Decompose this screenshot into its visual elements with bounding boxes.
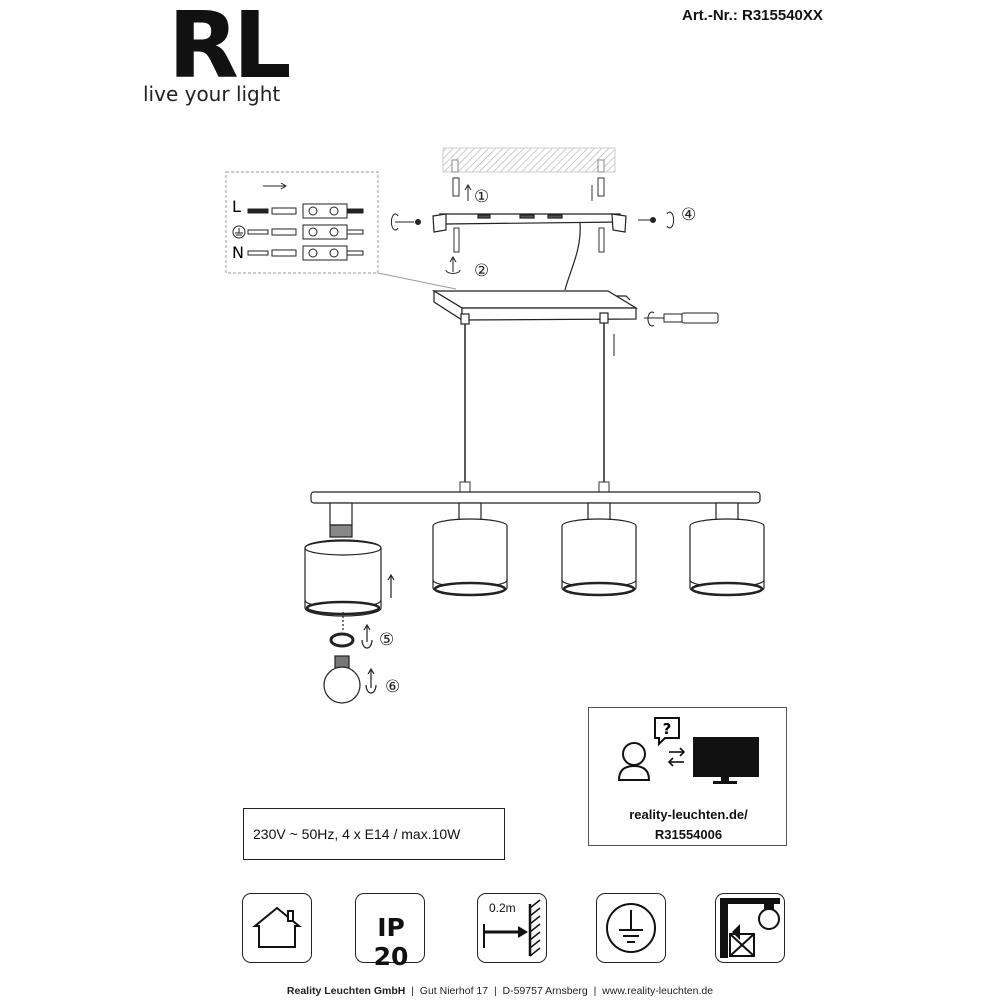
lamp-shade-1 — [432, 502, 508, 597]
step-4-label: ④ — [681, 205, 696, 225]
canopy — [431, 289, 639, 325]
step-1-label: ① — [474, 187, 489, 207]
ground-symbol-icon — [606, 903, 656, 953]
electrical-spec: 230V ~ 50Hz, 4 x E14 / max.10W — [243, 808, 505, 860]
footer-sep-3: | — [593, 985, 597, 997]
step-arrows — [445, 184, 472, 274]
screwdriver — [613, 311, 719, 356]
power-cable — [564, 221, 581, 291]
footer-city: D-59757 Arnsberg — [502, 985, 588, 997]
distance-arrow-icon — [483, 899, 541, 957]
lamp-shade-2 — [561, 502, 637, 597]
ip-rating-symbol: IP 20 — [355, 893, 425, 971]
indoor-use-symbol — [242, 893, 312, 963]
protective-earth-symbol — [596, 893, 666, 963]
support-panel: ? reality-leuchten.de/ R31554006 — [588, 707, 787, 846]
brand-tagline: live your light — [143, 82, 281, 106]
svg-text:?: ? — [663, 720, 672, 738]
mounting-bracket — [432, 213, 627, 233]
footer: Reality Leuchten GmbH | Gut Nierhof 17 |… — [0, 985, 1000, 997]
support-url-line-2: R31554006 — [654, 827, 723, 842]
footer-website[interactable]: www.reality-leuchten.de — [602, 985, 714, 997]
article-number: Art.-Nr.: R315540XX — [682, 7, 823, 24]
wiring-detail: L N — [225, 171, 457, 290]
min-distance-symbol: 0.2m — [477, 893, 547, 963]
support-illustration: ? — [617, 717, 759, 784]
step-6-label: ⑥ — [385, 677, 400, 697]
brand-logo: RL — [168, 0, 291, 99]
step-2-label: ② — [474, 261, 489, 281]
lamp-shade-3 — [689, 502, 765, 597]
retaining-ring — [329, 623, 373, 649]
monitor-icon — [693, 737, 759, 784]
person-icon — [617, 742, 651, 781]
bracket-screws — [390, 211, 675, 231]
ceiling-surface — [442, 147, 616, 173]
footer-sep-2: | — [493, 985, 497, 997]
support-url-line-1: reality-leuchten.de/ — [629, 807, 748, 822]
footer-address: Gut Nierhof 17 — [419, 985, 489, 997]
support-link[interactable]: reality-leuchten.de/ R31554006 — [589, 805, 788, 845]
wire-neutral-label: N — [232, 243, 244, 262]
no-dimmer-symbol — [715, 893, 785, 963]
exchange-arrows-icon — [667, 747, 686, 767]
footer-company: Reality Leuchten GmbH — [286, 985, 406, 997]
lamp-holder-detached — [304, 502, 395, 632]
footer-sep-1: | — [411, 985, 414, 997]
spec-text: 230V ~ 50Hz, 4 x E14 / max.10W — [253, 826, 461, 842]
house-icon — [252, 906, 302, 948]
step-5-label: ⑤ — [379, 630, 394, 650]
assembly-diagram: ① ② ③ ④ ⑤ ⑥ L — [225, 147, 765, 704]
question-bubble-icon: ? — [654, 717, 680, 747]
no-dimmer-icon — [720, 898, 780, 958]
suspension-cables — [459, 323, 610, 493]
ip-rating-text: IP 20 — [373, 913, 409, 971]
wire-live-label: L — [232, 197, 241, 216]
fixture-bar — [310, 491, 761, 504]
min-distance-text: 0.2m — [489, 901, 516, 915]
light-bulb — [323, 655, 377, 704]
